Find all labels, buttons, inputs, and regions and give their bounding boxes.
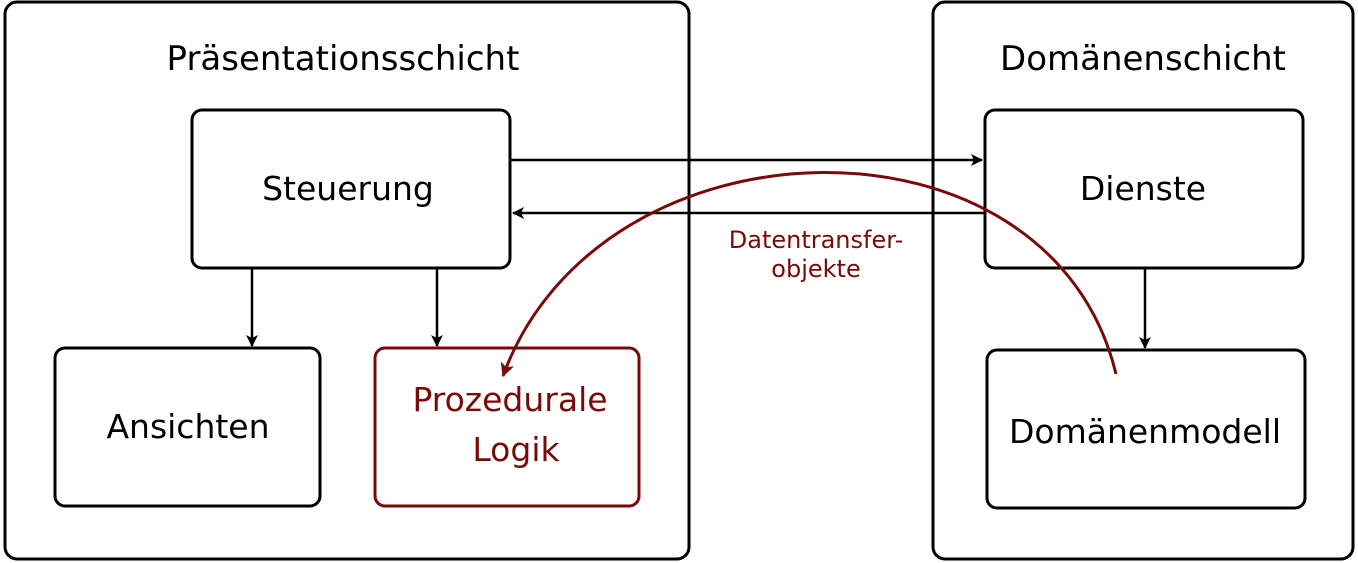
domain-layer-title: Domänenschicht <box>1000 39 1286 79</box>
services-label: Dienste <box>1080 169 1206 208</box>
control-label: Steuerung <box>262 169 434 208</box>
dto-curved-arrow <box>500 171 1118 378</box>
views-box <box>53 346 322 508</box>
presentation-layer-title: Präsentationsschicht <box>167 39 520 79</box>
procedural-logic-box <box>373 346 641 508</box>
dto-annotation-line1: Datentransfer- <box>729 226 903 254</box>
views-label: Ansichten <box>106 407 269 446</box>
procedural-logic-label-line1: Prozedurale <box>412 380 607 419</box>
domain-model-label: Domänenmodell <box>1009 412 1281 451</box>
dto-annotation-line2: objekte <box>771 255 860 283</box>
control-box <box>190 108 512 270</box>
procedural-logic-label-line2: Logik <box>472 430 560 469</box>
services-box <box>983 108 1305 270</box>
domain-model-box <box>985 348 1307 510</box>
